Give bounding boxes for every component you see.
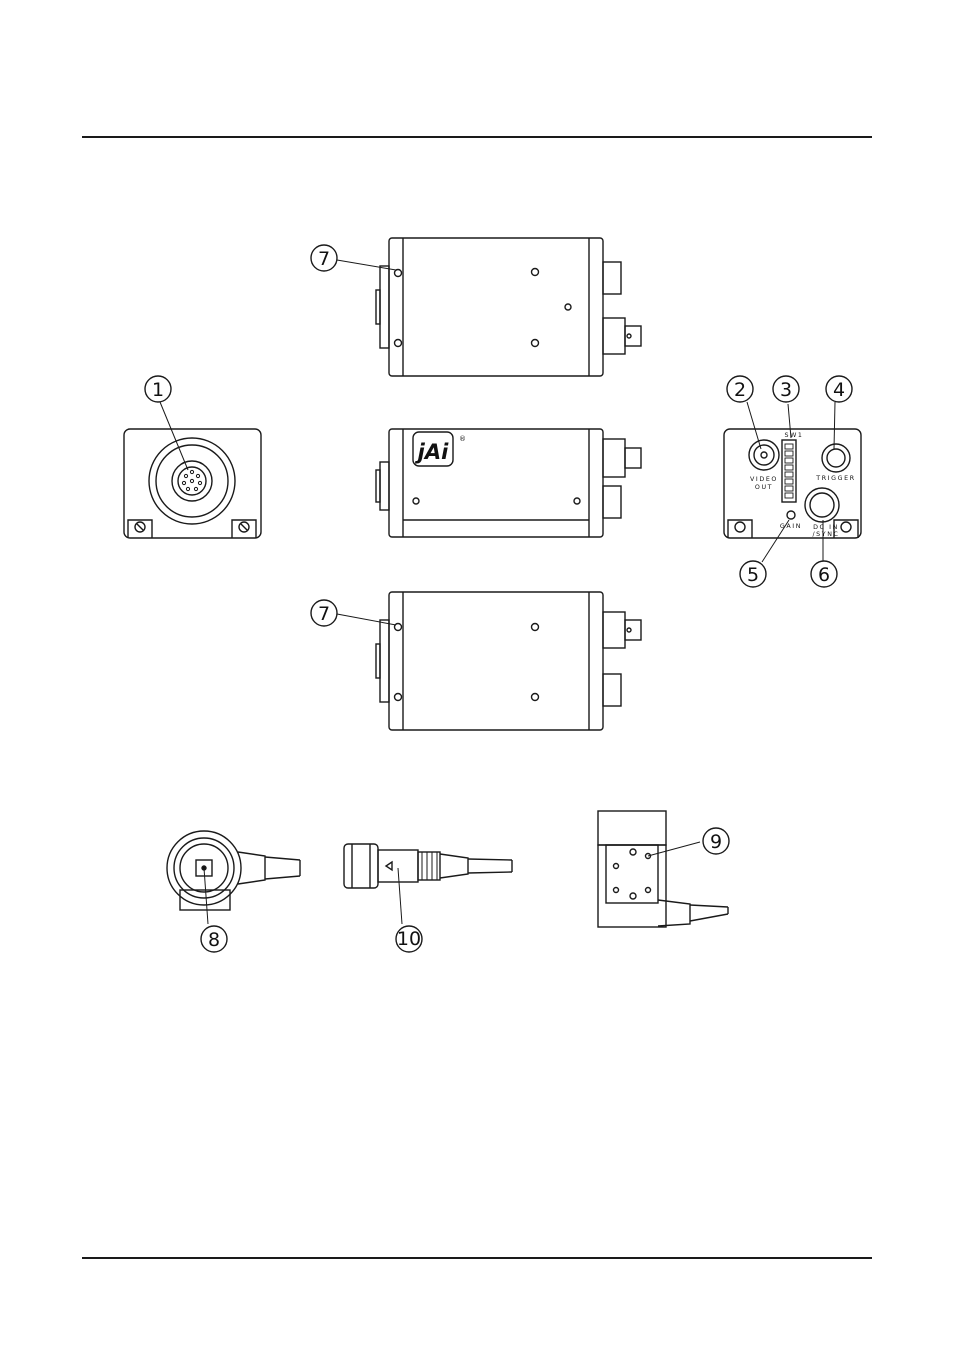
callout-10: 10 [397,928,421,950]
right-angle-connector-side-view [597,810,729,928]
callout-7-bottom: 7 [318,603,330,625]
switch-label: SW1 [784,432,803,439]
gain-label: GAIN [780,523,802,530]
header-rule [82,136,872,138]
camera-rear-panel [723,428,862,539]
callout-8: 8 [208,929,220,951]
dc-in-label-1: DC IN [813,524,839,531]
callout-lines [159,259,836,925]
brand-logo: jAi [415,440,449,464]
callout-6: 6 [818,564,830,586]
video-out-label-2: OUT [755,484,773,491]
callout-1: 1 [152,379,164,401]
right-angle-connector-end-view [166,830,301,911]
straight-connector [343,843,513,889]
camera-bottom-view [375,591,642,731]
callout-2: 2 [734,379,746,401]
trigger-label: TRIGGER [815,475,855,482]
callout-4: 4 [833,379,845,401]
video-out-label-1: VIDEO [750,476,778,483]
callout-circles [144,244,853,953]
callout-5: 5 [747,564,759,586]
footer-rule [82,1257,872,1259]
camera-top-view [375,237,642,377]
callout-3: 3 [780,379,792,401]
camera-front-view [123,428,262,539]
camera-side-view [375,428,642,538]
callout-7-top: 7 [318,248,330,270]
dc-in-label-2: /SYNC [812,531,839,538]
registered-mark: ® [459,435,466,443]
callout-9: 9 [710,831,722,853]
